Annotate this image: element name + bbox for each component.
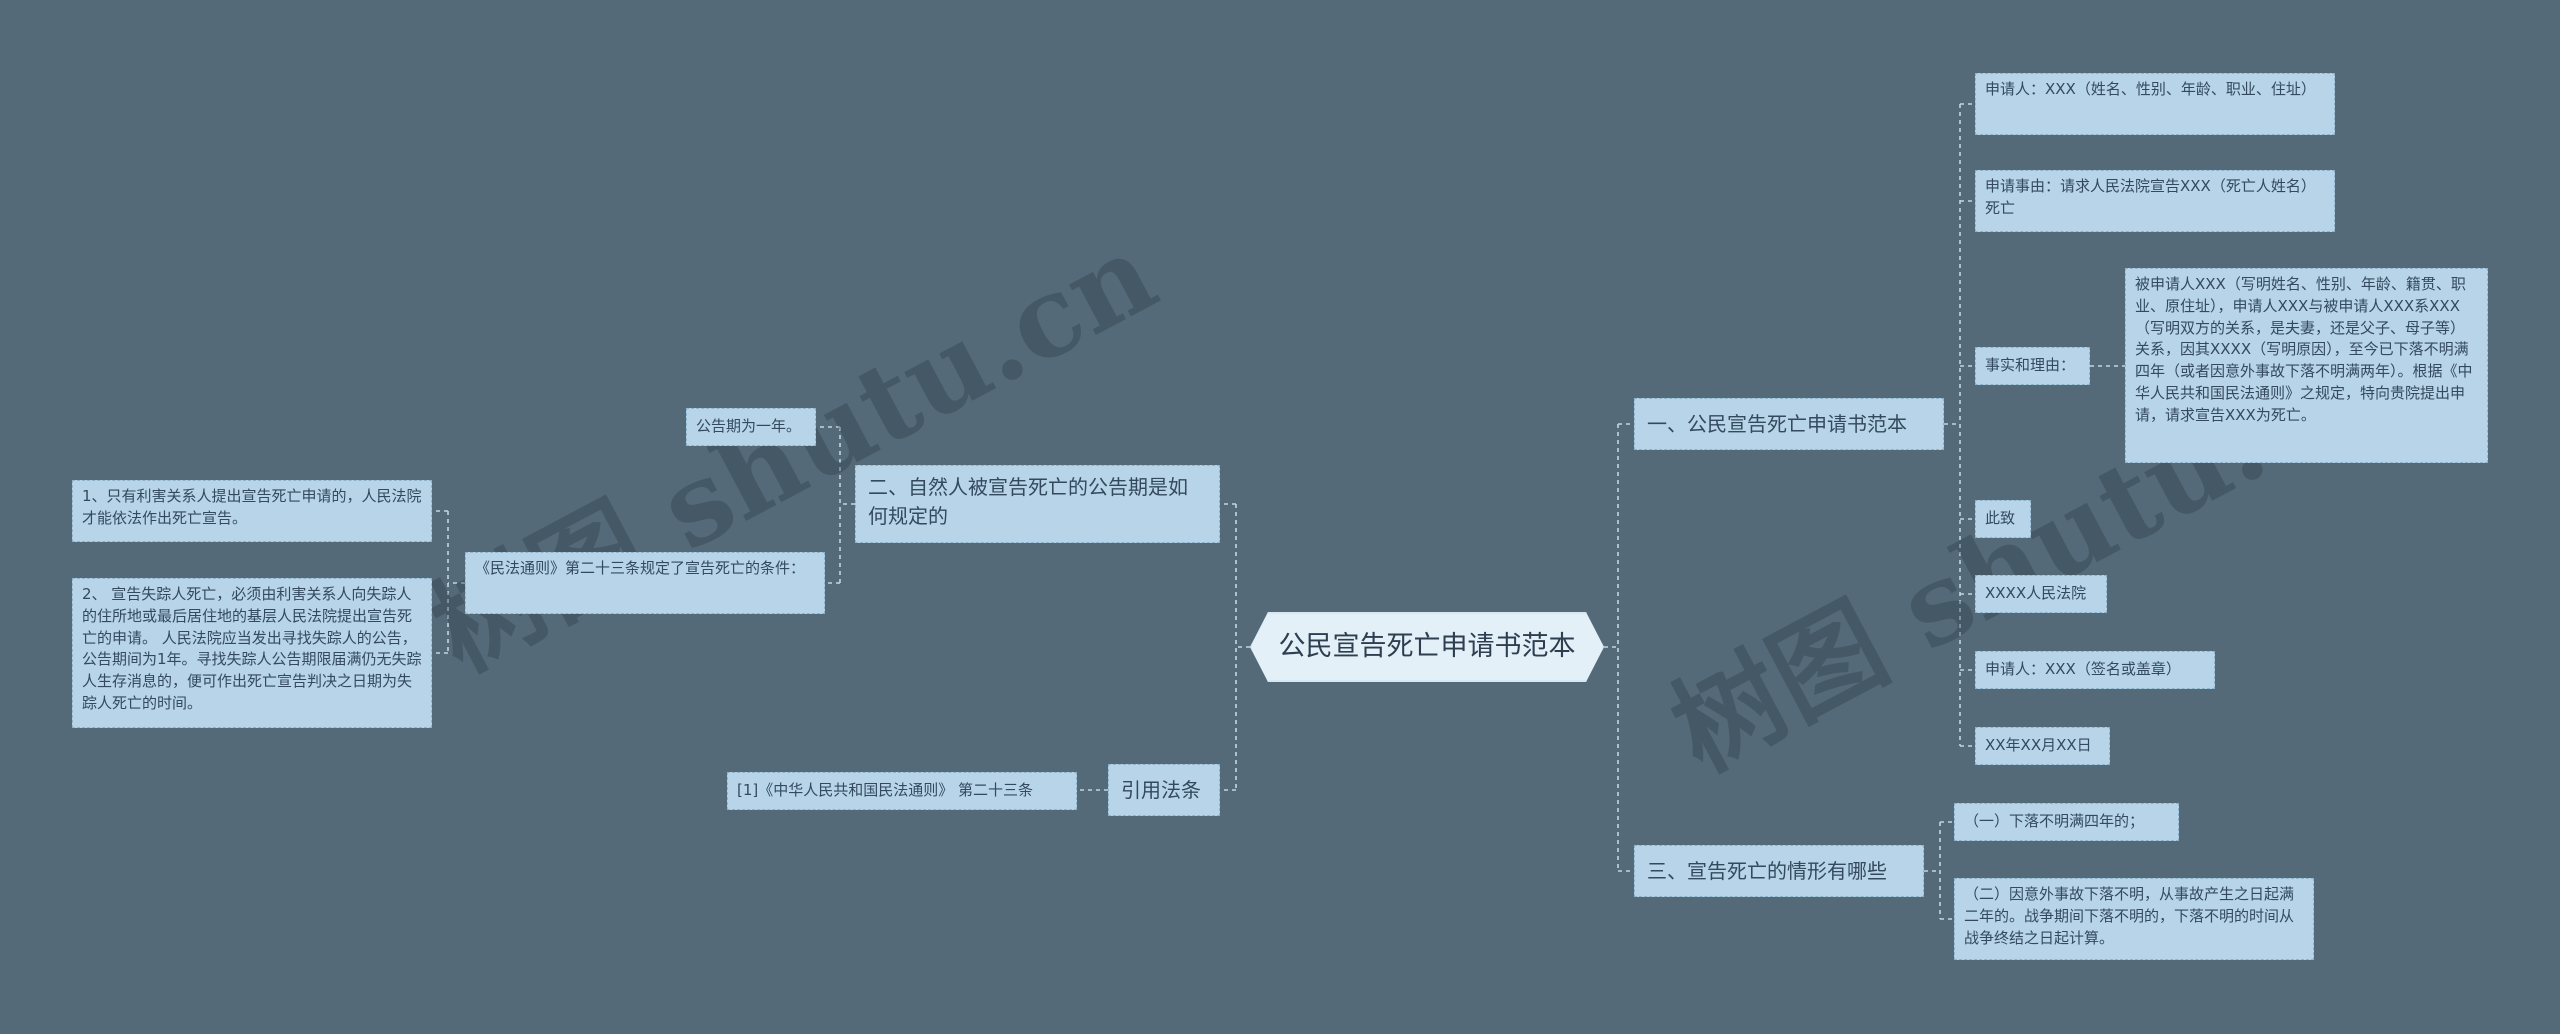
leaf-case-2[interactable]: （二）因意外事故下落不明，从事故产生之日起满二年的。战争期间下落不明的，下落不明… [1954, 878, 2314, 960]
leaf-court[interactable]: XXXX人民法院 [1975, 575, 2107, 613]
topic-cited-law[interactable]: 引用法条 [1108, 764, 1220, 816]
root-node[interactable]: 公民宣告死亡申请书范本 [1250, 612, 1604, 682]
leaf-facts-label[interactable]: 事实和理由： [1975, 347, 2090, 385]
leaf-case-1[interactable]: （一）下落不明满四年的； [1954, 803, 2179, 841]
leaf-date[interactable]: XX年XX月XX日 [1975, 727, 2110, 765]
leaf-condition-1[interactable]: 1、只有利害关系人提出宣告死亡申请的，人民法院才能依法作出死亡宣告。 [72, 480, 432, 542]
leaf-citation-civil-law[interactable]: [1]《中华人民共和国民法通则》 第二十三条 [727, 772, 1077, 810]
topic-application-template[interactable]: 一、公民宣告死亡申请书范本 [1634, 398, 1944, 450]
leaf-civil-law-article-23[interactable]: 《民法通则》第二十三条规定了宣告死亡的条件： [465, 552, 825, 614]
leaf-signature[interactable]: 申请人：XXX（签名或盖章） [1975, 651, 2215, 689]
leaf-applicant[interactable]: 申请人：XXX（姓名、性别、年龄、职业、住址） [1975, 73, 2335, 135]
leaf-cizhi[interactable]: 此致 [1975, 500, 2031, 538]
leaf-facts-text[interactable]: 被申请人XXX（写明姓名、性别、年龄、籍贯、职业、原住址），申请人XXX与被申请… [2125, 268, 2488, 463]
leaf-period-one-year[interactable]: 公告期为一年。 [686, 408, 816, 446]
leaf-application-matter[interactable]: 申请事由：请求人民法院宣告XXX（死亡人姓名）死亡 [1975, 170, 2335, 232]
topic-announcement-period[interactable]: 二、自然人被宣告死亡的公告期是如何规定的 [855, 465, 1220, 543]
leaf-condition-2[interactable]: 2、 宣告失踪人死亡，必须由利害关系人向失踪人的住所地或最后居住地的基层人民法院… [72, 578, 432, 728]
topic-death-declaration-cases[interactable]: 三、宣告死亡的情形有哪些 [1634, 845, 1924, 897]
